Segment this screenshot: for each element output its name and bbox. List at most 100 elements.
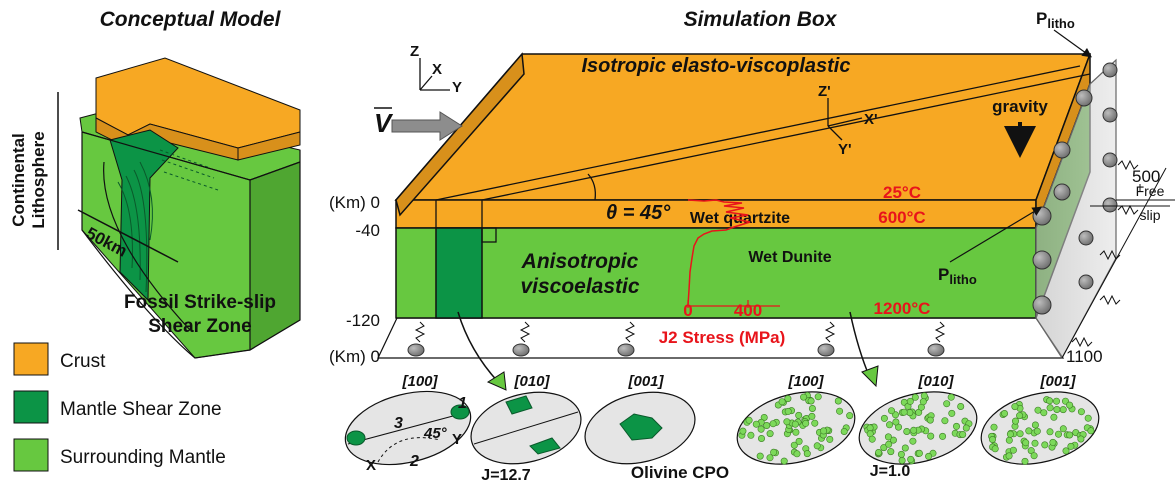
dim-1100: 1100 [1066,347,1103,366]
stress-tick-label-0: 0 [683,301,692,320]
isotropic-label: Isotropic elasto-viscoplastic [582,55,851,77]
olivine-grain-dot [939,432,947,440]
temp-600: 600°C [878,208,925,227]
cpo-axis-x: X [366,457,376,474]
olivine-grain-dot [947,393,955,401]
olivine-grain-dot [1049,438,1057,446]
olivine-grain-dot [1077,408,1085,416]
olivine-grain-dot [1050,413,1058,421]
olivine-grain-dot [885,440,893,448]
cpo-left-label-010: [010] [513,373,550,390]
olivine-grain-dot [962,424,970,432]
olivine-grain-dot [1021,457,1029,465]
olivine-grain-dot [943,400,951,408]
olivine-grain-dot [880,444,888,452]
theta-arc [587,173,596,201]
cpo-right-label-001: [001] [1039,373,1076,390]
olivine-grain-dot [919,398,927,406]
olivine-grain-dot [907,455,915,463]
depth-km-bottom: (Km) 0 [329,347,380,366]
depth-120: -120 [346,311,380,330]
olivine-grain-dot [920,392,928,400]
olivine-grain-dot [1033,427,1041,435]
olivine-grain-dot [745,416,753,424]
olivine-grain-dot [892,418,900,426]
olivine-grain-dot [780,457,788,465]
olivine-grain-dot [763,421,771,429]
olivine-grain-dot [757,425,765,433]
olivine-grain-dot [990,423,998,431]
global-axes [419,58,450,91]
olivine-grain-dot [910,426,918,434]
cpo-number-2: 2 [409,453,419,470]
olivine-grain-dot [1011,403,1019,411]
conceptual-block [79,57,301,359]
temp-25: 25°C [883,183,921,202]
legend-label-mantle: Surrounding Mantle [60,447,226,468]
olivine-grain-dot [948,409,956,417]
conceptual-shear-zone [109,129,179,302]
olivine-grain-dot [793,450,801,458]
olivine-grain-dot [880,414,888,422]
pole-figure-left-100-dashed [377,437,441,463]
theta-label: θ = 45° [606,202,671,224]
olivine-grain-dot [769,420,777,428]
olivine-grain-dot [927,432,935,440]
conceptual-crust-right [237,131,301,161]
conceptual-outline [81,131,301,359]
olivine-grain-dot [866,424,874,432]
box-crust-back [395,52,525,217]
olivine-grain-dot [1040,409,1048,417]
olivine-grain-dot [900,408,908,416]
olivine-grain-dot [1009,446,1017,454]
legend-swatch-shear [13,390,49,424]
caption-line-2: Shear Zone [148,316,251,337]
olivine-grain-dot [790,441,798,449]
olivine-grain-dot [808,412,816,420]
olivine-grain-dot [1005,452,1013,460]
plitho-side-sub: litho [949,272,976,287]
olivine-grain-dot [1066,431,1074,439]
olivine-grain-dot [783,418,791,426]
olivine-grain-dot [884,433,892,441]
olivine-grain-dot [941,417,949,425]
olivine-grain-dot [836,407,844,415]
temp-1200: 1200°C [874,299,931,318]
olivine-grain-dot [909,437,917,445]
local-axes [827,98,863,141]
olivine-grain-dot [1011,417,1019,425]
olivine-grain-dot [795,411,803,419]
simulation-box-title: Simulation Box [684,8,838,31]
olivine-grain-dot [766,430,774,438]
olivine-grain-dot [791,420,799,428]
olivine-grain-dot [906,397,914,405]
axis-yp: Y' [838,141,852,158]
anisotropic-label-1: Anisotropic [521,250,639,273]
olivine-grain-dot [1059,406,1067,414]
olivine-grain-dot [868,435,876,443]
olivine-grain-dot [1022,439,1030,447]
olivine-grain-dot [808,404,816,412]
olivine-grain-dot [803,450,811,458]
plitho-top-sub: litho [1047,16,1074,31]
olivine-grain-dot [752,420,760,428]
olivine-grain-dot [952,422,960,430]
cpo-arrowhead-left [486,371,507,391]
olivine-grain-dot [1059,425,1067,433]
caption-line-1: Fossil Strike-slip [124,292,276,313]
cpo-left-label-001: [001] [627,373,664,390]
axis-x: X [432,61,442,78]
velocity-label: V [374,108,394,138]
pole-figure-left-001-blob [619,413,663,441]
free-label: Free [1136,183,1165,199]
olivine-grain-dot [1030,452,1038,460]
random-grain-layer [738,391,1095,465]
cpo-axis-y: Y [452,431,462,448]
stress-tick-label-400: 400 [734,301,762,320]
legend-label-shear: Mantle Shear Zone [60,399,222,420]
olivine-grain-dot [1053,397,1061,405]
olivine-grain-dot [840,427,848,435]
olivine-grain-dot [926,416,934,424]
olivine-grain-dot [770,448,778,456]
legend-label-crust: Crust [60,351,106,372]
